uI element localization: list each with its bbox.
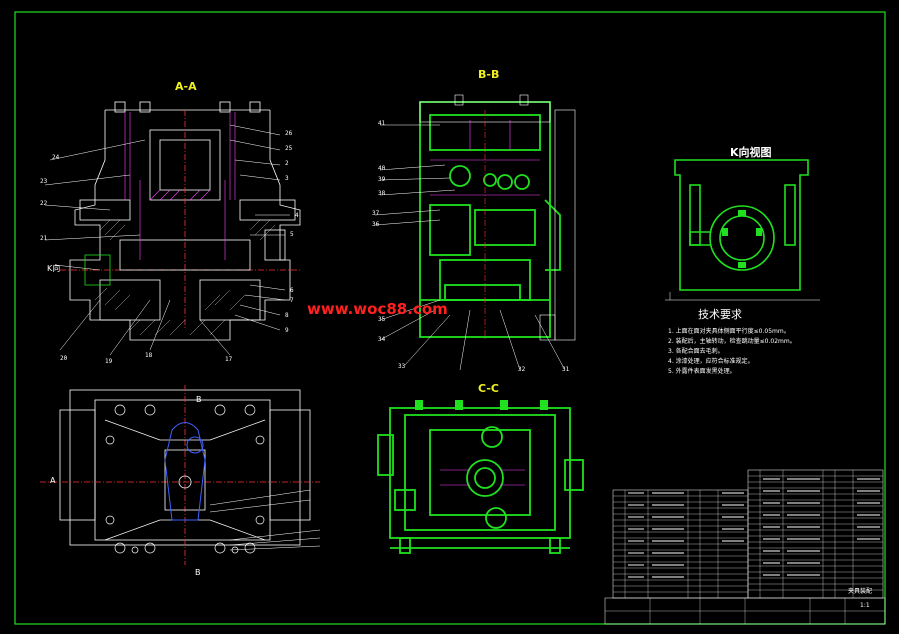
- callout-number: 32: [518, 366, 526, 373]
- k-view-title: K向视图: [730, 146, 772, 159]
- callout-number: 22: [40, 200, 48, 207]
- section-c-view: [377, 407, 584, 554]
- plan-view: [40, 385, 320, 565]
- callout-number: 26: [285, 130, 293, 137]
- callout-number: 4: [295, 212, 299, 219]
- section-a-leaders: [44, 124, 290, 356]
- k-direction-view: [674, 159, 809, 291]
- callout-number: 38: [378, 190, 386, 197]
- callout-number: 20: [60, 355, 68, 362]
- callout-number: 9: [285, 327, 289, 334]
- callout-number: 17: [225, 356, 233, 363]
- k-direction-view-detail: [722, 210, 762, 268]
- section-b-title: B-B: [478, 68, 500, 81]
- callout-number: 19: [105, 358, 113, 365]
- tech-requirement-line: 4. 涂漆处理，应符合标准规定。: [668, 358, 754, 365]
- tech-requirement-line: 1. 上面在面对夹具体侧面平行度≤0.05mm。: [668, 328, 790, 335]
- tech-requirements-title: 技术要求: [698, 308, 742, 321]
- callout-number: 41: [378, 120, 386, 127]
- callout-number: 21: [40, 235, 48, 242]
- callout-number: 2: [285, 160, 289, 167]
- callout-number: 36: [372, 221, 380, 228]
- section-a-title: A-A: [175, 80, 197, 93]
- callout-number: 23: [40, 178, 48, 185]
- callout-number: 3: [285, 175, 289, 182]
- callout-number: 35: [378, 316, 386, 323]
- plan-view-blue: [164, 422, 206, 521]
- sheet-border: [14, 11, 886, 625]
- section-c-details: [415, 400, 548, 410]
- k-direction-view-lines: [665, 292, 820, 301]
- title-block-scale: 1:1: [860, 602, 870, 609]
- callout-number: 25: [285, 145, 293, 152]
- tech-requirement-line: 3. 各配合面去毛刺。: [668, 348, 724, 355]
- callout-number: 34: [378, 336, 386, 343]
- b-marker-top: B: [196, 395, 202, 404]
- callout-number: 33: [398, 363, 406, 370]
- tech-requirement-line: 2. 装配后，主轴转动，检查跳动量≤0.02mm。: [668, 338, 796, 345]
- title-block-name: 夹具装配: [848, 588, 873, 595]
- plan-view-leaders: [209, 489, 321, 551]
- section-b-leaders: [374, 124, 566, 371]
- section-a-hatch: [124, 112, 236, 260]
- callout-number: 24: [52, 154, 60, 161]
- section-b-details: [419, 94, 576, 341]
- section-a-hatch-white: [94, 219, 276, 336]
- a-marker-top: A: [50, 476, 56, 485]
- watermark: www.woc88.com: [307, 300, 448, 318]
- plan-view-bolts: [105, 404, 265, 554]
- parts-list-rows: [605, 470, 885, 624]
- callout-number: 8: [285, 312, 289, 319]
- callout-number: 37: [372, 210, 380, 217]
- section-a-view: [60, 101, 301, 341]
- callout-number: 39: [378, 176, 386, 183]
- callout-number: 7: [290, 297, 294, 304]
- tech-requirement-line: 5. 外露件表面发黑处理。: [668, 368, 736, 375]
- callout-number: 40: [378, 165, 386, 172]
- section-c-title: C-C: [478, 382, 499, 395]
- k-marker: K向: [47, 264, 61, 273]
- callout-number: 18: [145, 352, 153, 359]
- b-marker-bottom: B: [195, 568, 201, 577]
- callout-number: 31: [562, 366, 570, 373]
- callout-number: 5: [290, 231, 294, 238]
- callout-number: 6: [290, 287, 294, 294]
- section-b-hatch: [430, 120, 540, 196]
- parts-list-text-marks: [628, 478, 880, 578]
- section-c-hatch: [440, 469, 525, 486]
